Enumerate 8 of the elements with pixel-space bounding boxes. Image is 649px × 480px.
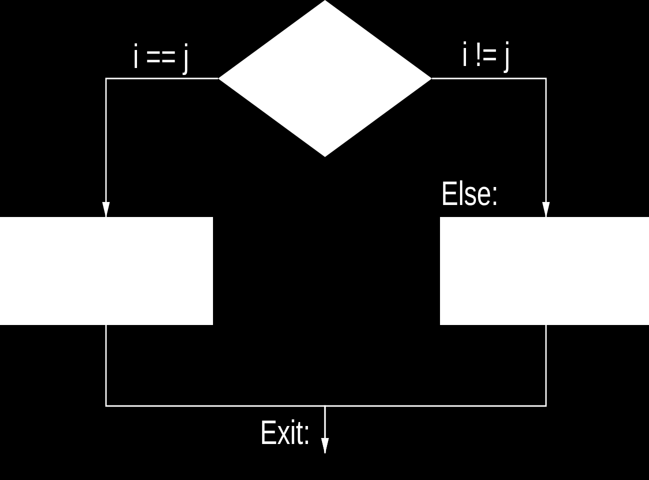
box-caption: Else: [441,175,498,214]
decision-diamond [218,0,432,157]
arrow [102,78,218,218]
arrow [321,325,547,454]
process-box [0,217,213,325]
arrow [432,78,550,218]
exit-label: Exit: [260,414,324,453]
process-box [440,217,649,325]
